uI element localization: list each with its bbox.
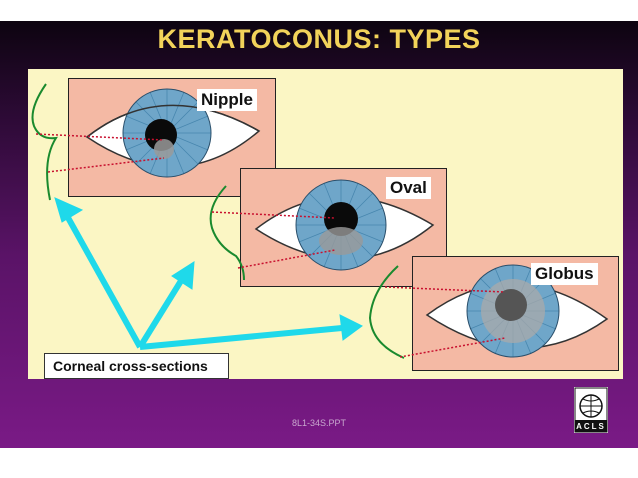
- dotted-line-nipple-bottom: [47, 157, 165, 173]
- eye-illustration-globus: [425, 264, 609, 358]
- dotted-line-oval-bottom: [237, 249, 336, 269]
- eye-illustration-oval: [254, 179, 435, 271]
- svg-text:ACLS: ACLS: [576, 422, 606, 431]
- acls-logo-icon: ACLS: [574, 387, 608, 433]
- arrow-head-oval: [171, 261, 195, 290]
- footer-filename: 8L1-34S.PPT: [291, 418, 347, 428]
- arrow-to-globus: [139, 325, 343, 350]
- slide-title: KERATOCONUS: TYPES: [157, 24, 481, 54]
- dotted-line-globus-bottom: [399, 337, 506, 358]
- eye-label-oval: Oval: [386, 177, 431, 199]
- arrow-to-oval: [137, 274, 187, 349]
- caption-box: Corneal cross-sections: [44, 353, 229, 379]
- arrow-to-nipple: [63, 212, 143, 349]
- eye-box-nipple: Nipple: [68, 78, 276, 197]
- eye-illustration-nipple: [85, 88, 261, 178]
- arrow-head-nipple: [54, 197, 84, 223]
- dotted-line-oval-top: [211, 211, 336, 219]
- eye-label-nipple: Nipple: [197, 89, 257, 111]
- corneal-profile-nipple: [31, 83, 58, 201]
- eye-box-globus: Globus: [412, 256, 619, 371]
- corneal-profile-oval: [209, 185, 245, 281]
- dotted-line-globus-top: [384, 286, 506, 293]
- arrow-head-globus: [339, 314, 363, 341]
- eye-label-globus: Globus: [531, 263, 598, 285]
- caption-label: Corneal cross-sections: [53, 358, 208, 374]
- dotted-line-nipple-top: [35, 133, 165, 141]
- corneal-profile-globus: [368, 265, 405, 359]
